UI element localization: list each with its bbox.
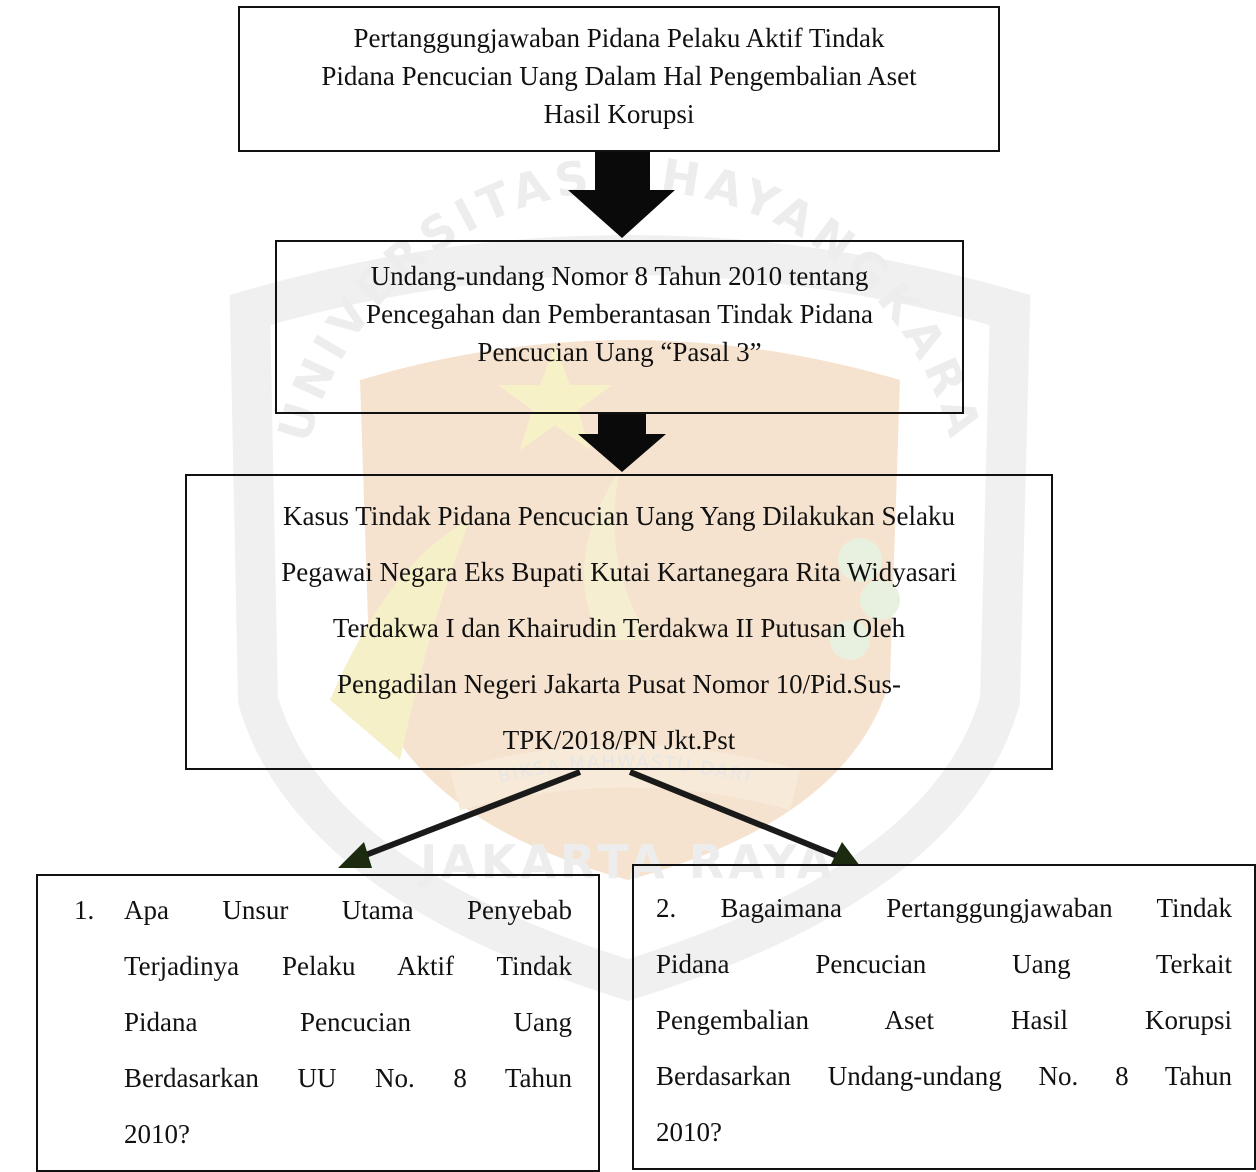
question-2-line-3: Pengembalian Aset Hasil Korupsi — [656, 1005, 1232, 1035]
law-line-1: Undang-undang Nomor 8 Tahun 2010 tentang — [370, 261, 869, 291]
question-2-line-1: 2. Bagaimana Pertanggungjawaban Tindak — [656, 893, 1232, 923]
down-arrow-1 — [568, 152, 675, 238]
case-line-1: Kasus Tindak Pidana Pencucian Uang Yang … — [283, 501, 955, 531]
diagonal-arrow-right-head — [830, 842, 860, 866]
diagonal-arrow-left-head — [338, 842, 372, 868]
law-line-3: Pencucian Uang “Pasal 3” — [477, 337, 762, 367]
question-1-line-2: Terjadinya Pelaku Aktif Tindak — [124, 951, 572, 981]
case-line-2: Pegawai Negara Eks Bupati Kutai Kartaneg… — [281, 557, 957, 587]
question-1-line-1: Apa Unsur Utama Penyebab — [124, 895, 572, 925]
question-1-line-5: 2010? — [124, 1119, 190, 1149]
law-box: Undang-undang Nomor 8 Tahun 2010 tentang… — [275, 240, 964, 414]
question-2-line-2: Pidana Pencucian Uang Terkait — [656, 949, 1232, 979]
question-2-line-4: Berdasarkan Undang-undang No. 8 Tahun — [656, 1061, 1232, 1091]
case-line-5: TPK/2018/PN Jkt.Pst — [502, 725, 736, 755]
question-1-line-4: Berdasarkan UU No. 8 Tahun — [124, 1063, 572, 1093]
title-line-2: Pidana Pencucian Uang Dalam Hal Pengemba… — [321, 61, 917, 91]
diagonal-arrow-left — [356, 769, 582, 861]
case-line-3: Terdakwa I dan Khairudin Terdakwa II Put… — [332, 613, 906, 643]
title-line-3: Hasil Korupsi — [543, 99, 695, 129]
law-line-2: Pencegahan dan Pemberantasan Tindak Pida… — [366, 299, 873, 329]
case-line-4: Pengadilan Negeri Jakarta Pusat Nomor 10… — [337, 669, 901, 699]
question-2-box: 2. Bagaimana Pertanggungjawaban Tindak P… — [632, 864, 1256, 1170]
question-1-box: 1. Apa Unsur Utama Penyebab Terjadinya P… — [36, 874, 600, 1172]
question-2-line-5: 2010? — [656, 1117, 722, 1147]
question-1-line-3: Pidana Pencucian Uang — [124, 1007, 572, 1037]
title-box: Pertanggungjawaban Pidana Pelaku Aktif T… — [238, 6, 1000, 152]
diagonal-arrow-right — [628, 769, 844, 861]
case-box: Kasus Tindak Pidana Pencucian Uang Yang … — [185, 474, 1053, 770]
title-line-1: Pertanggungjawaban Pidana Pelaku Aktif T… — [353, 23, 885, 53]
question-1-number: 1. — [74, 895, 95, 925]
down-arrow-2 — [578, 414, 666, 472]
